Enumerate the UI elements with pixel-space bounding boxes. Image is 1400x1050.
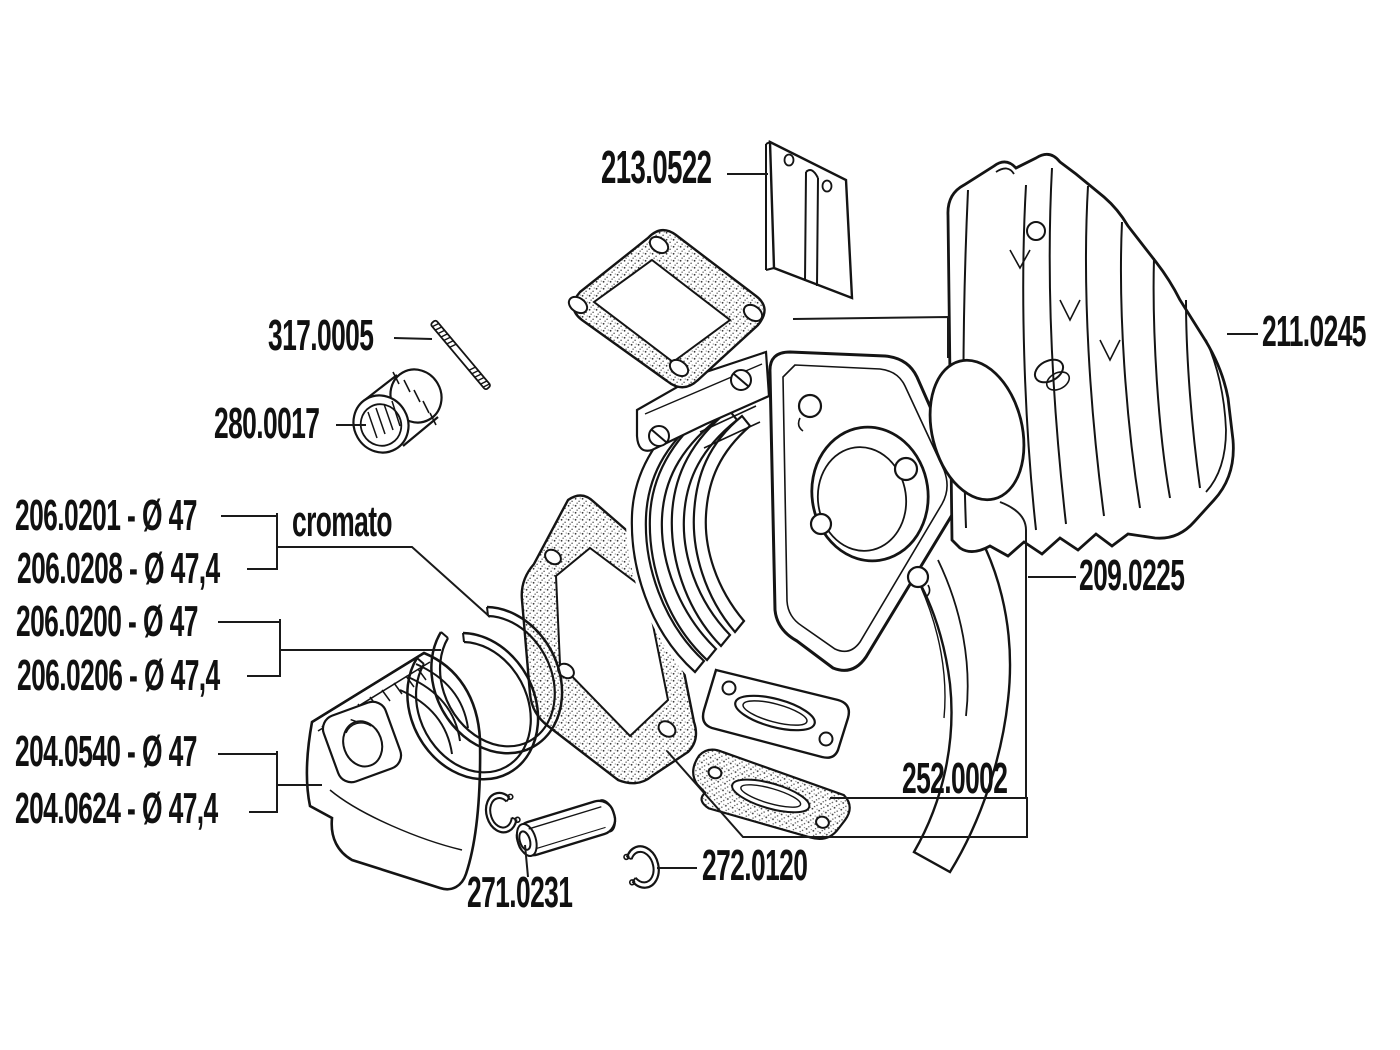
leader-rings-chrome	[221, 513, 491, 618]
leader-lines	[218, 173, 1258, 878]
label-reed-petal: 213.0522	[601, 141, 712, 193]
label-ring-d47: 206.0200 - Ø 47	[16, 597, 198, 646]
part-circlip-left	[484, 791, 521, 834]
label-stud: 317.0005	[268, 311, 374, 360]
ring-standard	[406, 631, 540, 781]
leader-piston	[218, 751, 322, 813]
leader-209-0225	[999, 501, 1076, 798]
part-piston-pin	[515, 799, 617, 857]
part-reed-gasket	[567, 229, 766, 389]
label-ring-chrome-d474: 206.0208 - Ø 47,4	[17, 544, 220, 593]
leader-gasket-link	[792, 315, 949, 358]
part-stud	[430, 319, 491, 391]
part-piston-rings	[406, 605, 564, 781]
label-chrome-note: cromato	[292, 497, 393, 546]
leader-317-0005	[393, 337, 433, 340]
label-ring-chrome-d47: 206.0201 - Ø 47	[15, 491, 197, 540]
label-bearing: 280.0017	[214, 399, 320, 448]
part-cylinder	[626, 348, 1012, 874]
label-ring-d474: 206.0206 - Ø 47,4	[17, 651, 220, 700]
label-piston-pin: 271.0231	[467, 868, 573, 917]
leader-rings-standard	[218, 619, 441, 677]
label-cylinder-head: 211.0245	[1262, 307, 1366, 356]
part-circlip-right	[623, 845, 660, 889]
leader-252-0002	[666, 750, 1028, 838]
label-piston-d474: 204.0624 - Ø 47,4	[15, 784, 218, 833]
part-head-gasket	[928, 358, 1026, 502]
part-reed-petals	[765, 140, 854, 300]
label-head-gasket: 209.0225	[1079, 551, 1185, 600]
part-exhaust-gasket	[692, 748, 851, 841]
part-needle-bearing	[352, 368, 443, 454]
label-circlip: 272.0120	[702, 841, 808, 890]
label-piston-d47: 204.0540 - Ø 47	[15, 727, 197, 776]
leader-271-0231	[524, 844, 529, 878]
label-gasket-set: 252.0002	[902, 754, 1008, 803]
